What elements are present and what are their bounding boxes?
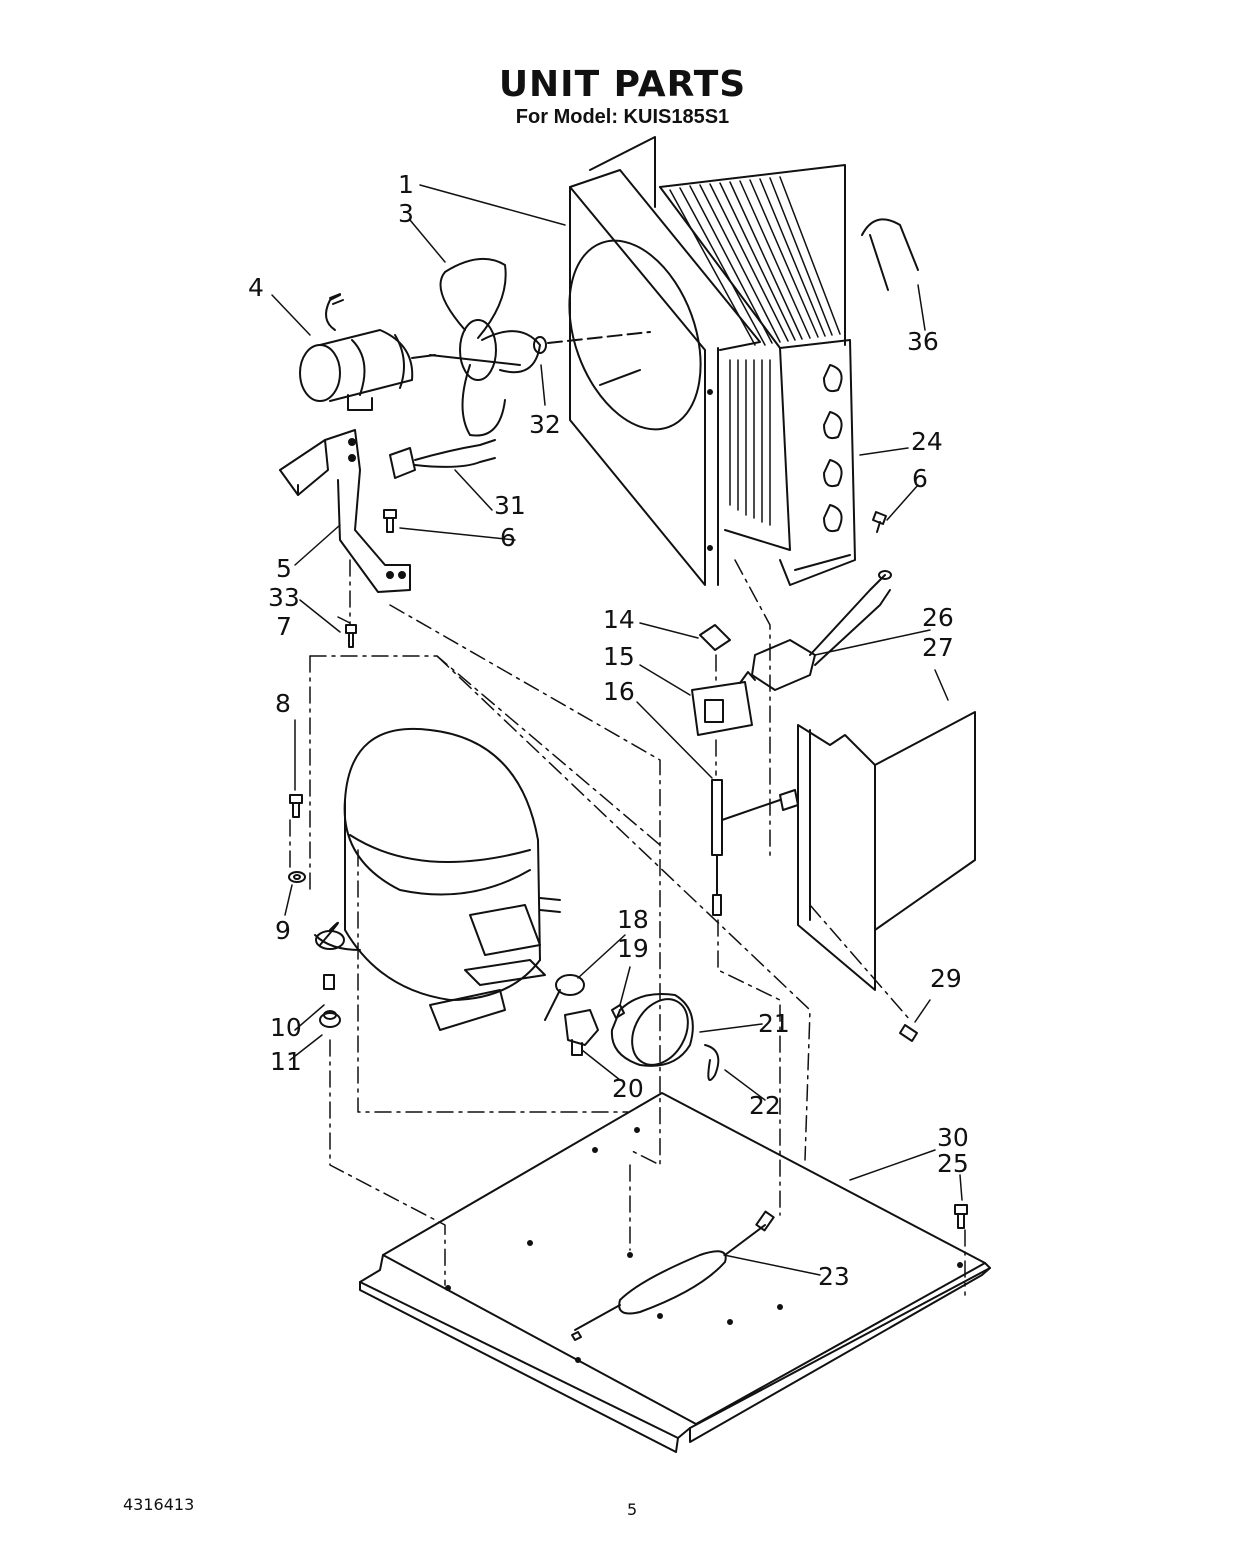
wire-harness-31	[390, 440, 495, 478]
callout-32: 32	[529, 410, 561, 439]
callout-25: 25	[937, 1149, 969, 1178]
callout-5: 5	[276, 554, 292, 583]
callout-1: 1	[398, 170, 414, 199]
callout-18: 18	[617, 905, 649, 934]
condenser-shroud	[545, 137, 760, 585]
capacitor	[612, 989, 718, 1080]
callout-22: 22	[749, 1091, 781, 1120]
callout-4: 4	[248, 273, 264, 302]
callout-19: 19	[617, 934, 649, 963]
condenser-coil	[660, 165, 855, 585]
compressor	[315, 729, 560, 1030]
callout-29: 29	[930, 964, 962, 993]
valve-assembly	[692, 625, 798, 915]
callout-20: 20	[612, 1074, 644, 1103]
spring-clip	[862, 219, 918, 290]
callout-6b: 6	[912, 464, 928, 493]
callout-14: 14	[603, 605, 635, 634]
callout-11: 11	[270, 1047, 302, 1076]
callout-33: 33	[268, 583, 300, 612]
callout-30: 30	[937, 1123, 969, 1152]
callout-31: 31	[494, 491, 526, 520]
callout-7: 7	[276, 612, 292, 641]
callout-27: 27	[922, 633, 954, 662]
drier	[572, 1212, 774, 1340]
terminal-block	[752, 571, 891, 690]
grommet-parts	[320, 975, 340, 1027]
callout-26: 26	[922, 603, 954, 632]
callout-16: 16	[603, 677, 635, 706]
callout-3: 3	[398, 199, 414, 228]
base-pan	[360, 1093, 990, 1452]
callout-6a: 6	[500, 523, 516, 552]
callout-10: 10	[270, 1013, 302, 1042]
callout-36: 36	[907, 327, 939, 356]
callout-23: 23	[818, 1262, 850, 1291]
page-number: 5	[627, 1500, 637, 1519]
callout-8: 8	[275, 689, 291, 718]
callout-15: 15	[603, 642, 635, 671]
callout-9: 9	[275, 916, 291, 945]
document-number: 4316413	[123, 1495, 194, 1514]
callout-24: 24	[911, 427, 943, 456]
relay-overload	[545, 975, 624, 1055]
fan-motor	[300, 294, 435, 410]
callout-21: 21	[758, 1009, 790, 1038]
side-panel	[798, 712, 975, 990]
